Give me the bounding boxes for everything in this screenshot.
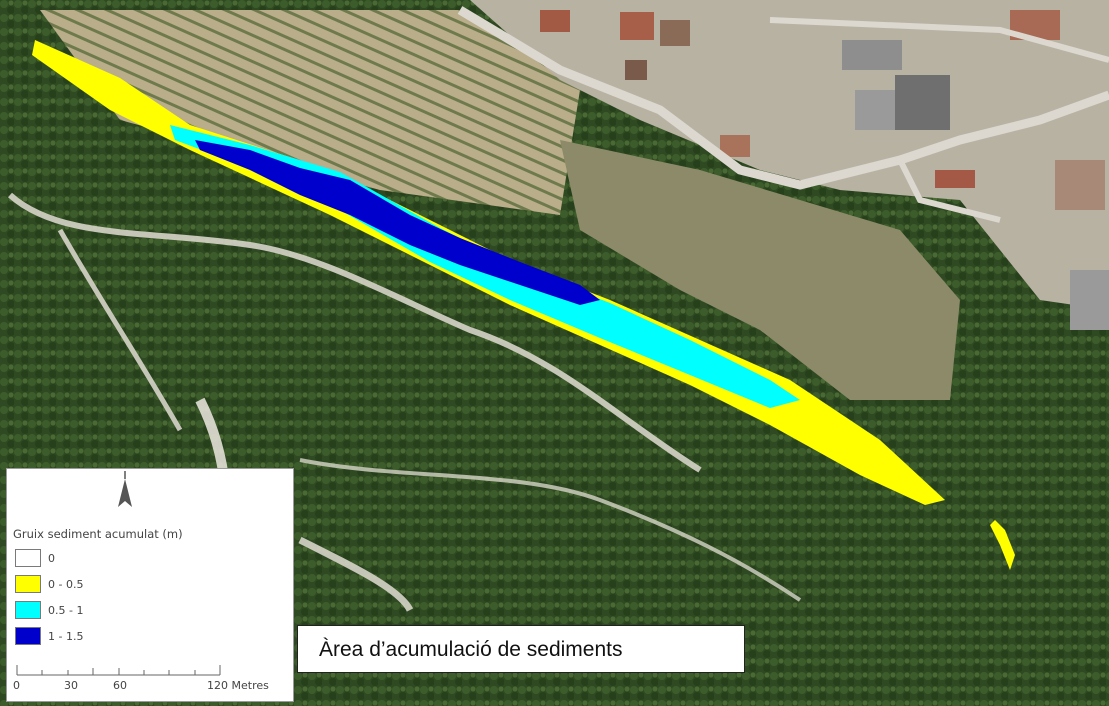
legend-label: 0 - 0.5 [48, 578, 84, 591]
legend-label: 0 [48, 552, 55, 565]
north-arrow-icon [118, 471, 132, 507]
map-legend: Gruix sediment acumulat (m) 0 0 - 0.5 0.… [6, 468, 294, 702]
sediment-spot [990, 520, 1015, 570]
road [769, 17, 1109, 63]
legend-swatch [15, 575, 41, 593]
garden-plots [560, 140, 960, 400]
scale-bar: 0 30 60 120 Metres [13, 657, 293, 697]
scale-tick-label: 120 Metres [207, 679, 269, 692]
trail [57, 228, 183, 432]
trail [298, 536, 414, 612]
annotation-text: Àrea d’acumulació de sediments [319, 638, 623, 661]
road [897, 158, 1001, 223]
road [457, 6, 1109, 190]
legend-swatch [15, 549, 41, 567]
sediment-zone-1-1.5 [195, 140, 600, 305]
annotation-box: Àrea d’acumulació de sediments [297, 625, 745, 673]
legend-swatch [15, 601, 41, 619]
legend-label: 1 - 1.5 [48, 630, 84, 643]
scale-bar-ruler [16, 665, 221, 676]
scale-tick-label: 30 [64, 679, 78, 692]
scale-tick-label: 60 [113, 679, 127, 692]
crop-fields [40, 10, 580, 215]
trail [299, 458, 802, 602]
trail [7, 192, 702, 473]
legend-swatch [15, 627, 41, 645]
legend-title: Gruix sediment acumulat (m) [13, 527, 183, 541]
scale-tick-label: 0 [13, 679, 20, 692]
legend-label: 0.5 - 1 [48, 604, 84, 617]
